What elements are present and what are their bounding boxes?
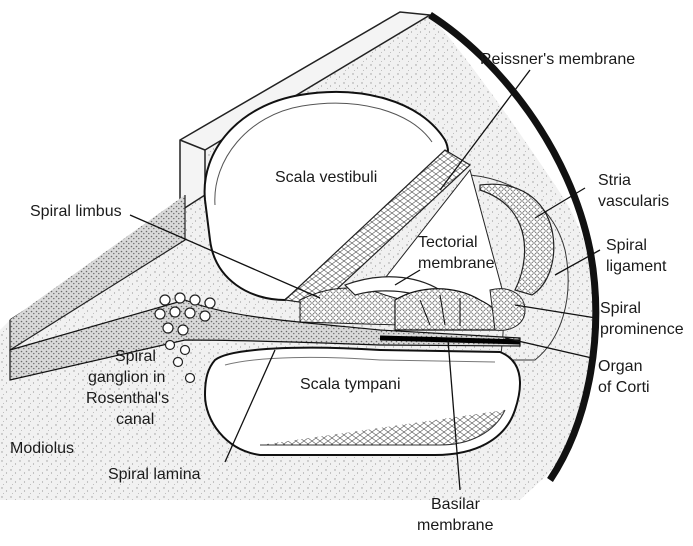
label-spiral-ganglion-line1: Spiral	[115, 347, 156, 366]
label-basilar-membrane-line1: Basilar	[431, 495, 480, 514]
label-organ-of-corti-line1: Organ	[598, 357, 642, 376]
label-organ-of-corti-line2: of Corti	[598, 378, 650, 397]
label-spiral-ligament-line1: Spiral	[606, 236, 647, 255]
label-modiolus: Modiolus	[10, 439, 74, 458]
label-spiral-limbus: Spiral limbus	[30, 202, 122, 221]
label-tectorial-membrane-line1: Tectorial	[418, 233, 478, 252]
label-spiral-lamina: Spiral lamina	[108, 465, 200, 484]
label-reissners-membrane: Reissner's membrane	[480, 50, 635, 69]
label-spiral-ligament-line2: ligament	[606, 257, 666, 276]
label-scala-vestibuli: Scala vestibuli	[275, 168, 377, 187]
label-spiral-ganglion-line2: ganglion in	[88, 368, 165, 387]
label-spiral-prominence-line2: prominence	[600, 320, 684, 339]
label-stria-vascularis-line1: Stria	[598, 171, 631, 190]
label-stria-vascularis-line2: vascularis	[598, 192, 669, 211]
label-spiral-ganglion-line4: canal	[116, 410, 154, 429]
label-basilar-membrane-line2: membrane	[417, 516, 493, 535]
label-scala-tympani: Scala tympani	[300, 375, 401, 394]
label-spiral-prominence-line1: Spiral	[600, 299, 641, 318]
label-tectorial-membrane-line2: membrane	[418, 254, 494, 273]
label-spiral-ganglion-line3: Rosenthal's	[86, 389, 169, 408]
